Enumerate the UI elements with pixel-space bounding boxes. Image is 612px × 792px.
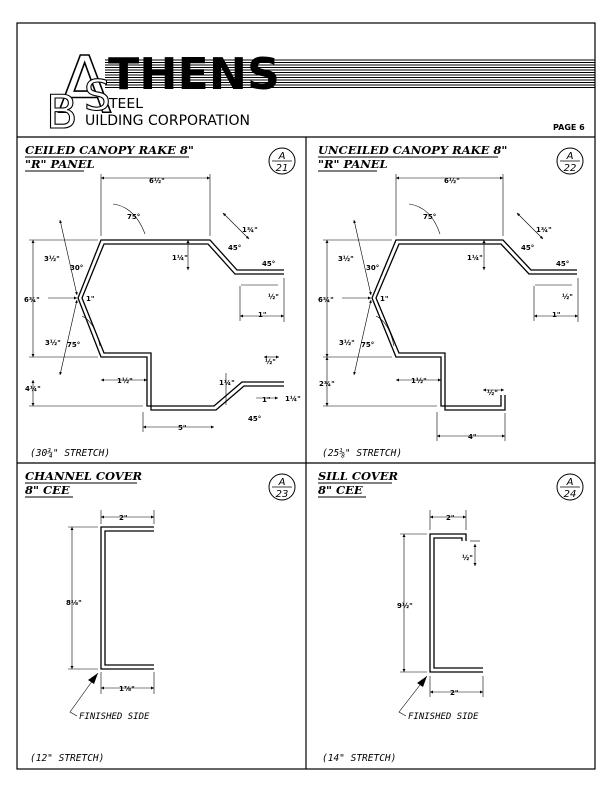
a21-dimension-lines	[29, 174, 285, 432]
a21-dim-1-1q-r: 1¼"	[285, 395, 301, 403]
logo-letter-a: A	[58, 41, 111, 131]
a21-dim-1-1q: 1¼"	[172, 254, 188, 262]
a21-dim-45c: 45°	[248, 415, 261, 423]
a22-stretch-note: (25⅛" STRETCH)	[322, 448, 402, 459]
a21-dim-3h-bot: 3½"	[45, 339, 61, 347]
detail-a21: CEILED CANOPY RAKE 8" "R" PANEL A 21	[24, 143, 301, 459]
a23-dimension-lines	[68, 510, 155, 717]
a21-dim-1: 1"	[258, 311, 267, 319]
a21-dim-45: 45°	[228, 244, 241, 252]
a22-dim-6-3q: 6¾"	[318, 296, 334, 304]
a22-dim-30: 30°	[366, 264, 379, 272]
a22-dim-top: 6½"	[444, 177, 460, 185]
a21-panel-profile	[77, 239, 284, 411]
a23-dim-height: 8⅛"	[66, 599, 82, 607]
a24-dimension-lines	[398, 510, 484, 717]
a22-dim-4: 4"	[468, 433, 477, 441]
a22-title-1: UNCEILED CANOPY RAKE 8"	[318, 143, 507, 157]
logo-stripes	[105, 59, 595, 88]
a23-tag-number: 23	[276, 489, 289, 500]
a24-title-2: 8" CEE	[318, 483, 363, 497]
a21-dim-top: 6½"	[149, 177, 165, 185]
a23-tag-letter: A	[278, 477, 286, 488]
a21-dim-45b: 45°	[262, 260, 275, 268]
logo-line-steel: TEEL	[108, 97, 144, 112]
a22-dim-half: ½"	[562, 293, 573, 301]
a24-dim-height: 9½"	[397, 602, 413, 610]
logo-line-building: UILDING CORPORATION	[85, 113, 250, 129]
a24-dim-bottom: 2"	[450, 689, 459, 697]
a23-cee-profile	[100, 526, 154, 670]
a23-finished-side-arrow-icon	[88, 673, 98, 684]
a23-detail-tag-icon: A 23	[268, 473, 296, 501]
a23-dim-bottom: 1⅞"	[119, 685, 135, 693]
logo-letter-b: B	[46, 85, 78, 139]
logo-letter-s: S	[84, 71, 111, 120]
a22-dim-1in: 1"	[380, 295, 389, 303]
a22-dim-45b: 45°	[556, 260, 569, 268]
a22-dim-1-1q: 1¼"	[467, 254, 483, 262]
a21-dim-1in: 1"	[86, 295, 95, 303]
a22-dim-1h: 1½"	[411, 377, 427, 385]
a21-dim-30: 30°	[70, 264, 83, 272]
a22-dim-3h-bot: 3½"	[339, 339, 355, 347]
a22-dim-3h-top: 3½"	[338, 255, 354, 263]
a21-title-1: CEILED CANOPY RAKE 8"	[25, 143, 194, 157]
a21-title-2: "R" PANEL	[25, 157, 95, 171]
a23-stretch-note: (12" STRETCH)	[30, 753, 104, 764]
a24-dim-top: 2"	[446, 514, 455, 522]
company-logo: A THENS S B TEEL UILDING CORPORATION	[45, 40, 595, 140]
a22-dim-1: 1"	[552, 311, 561, 319]
a21-dim-3h-top: 3½"	[44, 255, 60, 263]
a22-panel-profile	[371, 239, 577, 411]
a24-stretch-note: (14" STRETCH)	[322, 753, 396, 764]
a23-dim-top: 2"	[119, 514, 128, 522]
a24-tag-number: 24	[564, 489, 577, 500]
a21-dim-75-top: 75°	[127, 213, 140, 221]
page-number: PAGE 6	[553, 123, 585, 132]
a22-dim-75-bot: 75°	[361, 341, 374, 349]
page-frame	[16, 22, 596, 770]
detail-a22: UNCEILED CANOPY RAKE 8" "R" PANEL A 22	[318, 143, 584, 459]
detail-a24: SILL COVER 8" CEE A 24 2" ½" 9½"	[318, 469, 584, 764]
a22-dim-half-b: ½"	[487, 389, 498, 397]
a21-dim-6-3q: 6¾"	[24, 296, 40, 304]
a24-detail-tag-icon: A 24	[556, 473, 584, 501]
a23-title-1: CHANNEL COVER	[25, 469, 142, 483]
a22-dim-2-3q: 2¾"	[319, 380, 335, 388]
a22-tag-number: 22	[564, 163, 577, 174]
a21-tag-letter: A	[278, 151, 286, 162]
a21-dim-5: 5"	[178, 424, 187, 432]
a21-dim-1-1q-b: 1¼"	[219, 379, 235, 387]
a24-title-1: SILL COVER	[318, 469, 398, 483]
a21-detail-tag-icon: A 21	[268, 147, 296, 175]
a21-dim-half: ½"	[268, 293, 279, 301]
a21-stretch-note: (30¾" STRETCH)	[30, 448, 110, 459]
a24-cee-profile	[429, 533, 483, 673]
a21-dim-1h: 1½"	[117, 377, 133, 385]
a23-finished-side-label: FINISHED SIDE	[79, 712, 150, 722]
a22-dim-1-3q: 1¾"	[536, 226, 552, 234]
a21-tag-number: 21	[276, 163, 289, 174]
a21-dim-half-b: ½"	[265, 358, 276, 366]
a22-dimension-lines	[323, 174, 579, 441]
a21-dim-1-3q: 1¾"	[242, 226, 258, 234]
a24-tag-letter: A	[566, 477, 574, 488]
a21-dim-1-b: 1"	[262, 396, 271, 404]
a22-tag-letter: A	[566, 151, 574, 162]
a22-dim-75-top: 75°	[423, 213, 436, 221]
a24-finished-side-label: FINISHED SIDE	[408, 712, 479, 722]
a22-detail-tag-icon: A 22	[556, 147, 584, 175]
a23-title-2: 8" CEE	[25, 483, 70, 497]
logo-word: THENS	[108, 49, 280, 100]
a24-dim-lip: ½"	[462, 554, 473, 562]
a22-title-2: "R" PANEL	[318, 157, 388, 171]
a24-finished-side-arrow-icon	[417, 676, 427, 687]
detail-a23: CHANNEL COVER 8" CEE A 23 2" 8⅛" 1⅞" FIN…	[25, 469, 296, 764]
a21-dim-75-bot: 75°	[67, 341, 80, 349]
a21-dim-4-1q: 4¼"	[25, 385, 41, 393]
a22-dim-45: 45°	[521, 244, 534, 252]
